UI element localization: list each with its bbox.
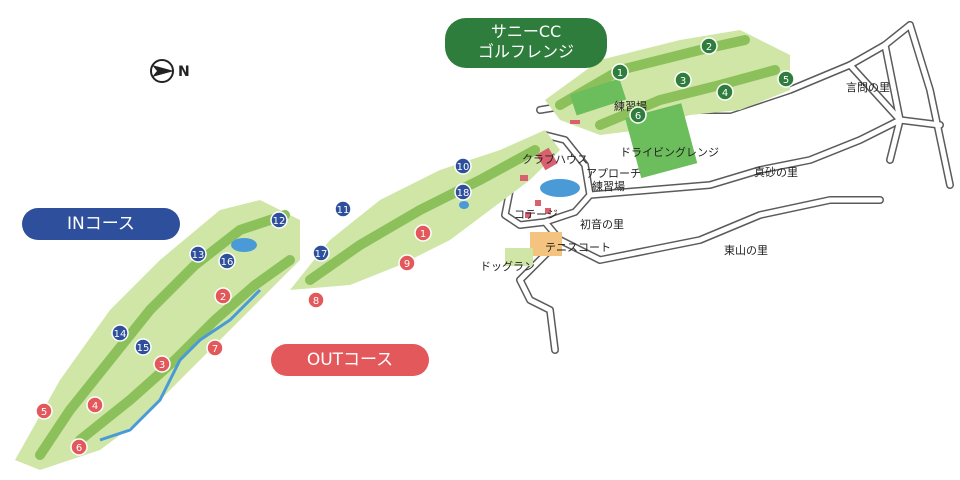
svg-text:16: 16 — [221, 257, 234, 268]
range-hole-4: 4 — [716, 83, 734, 101]
svg-text:9: 9 — [404, 259, 410, 270]
range-title-line-2: ゴルフレンジ — [477, 42, 574, 61]
svg-text:4: 4 — [92, 401, 98, 412]
place-dogrun: ドッグラン — [480, 259, 535, 273]
in-hole-12: 12 — [270, 211, 288, 229]
place-higashiyama: 東山の里 — [724, 244, 768, 257]
range-title-badge: サニーCC ゴルフレンジ — [445, 18, 607, 68]
tennis-court — [530, 232, 562, 256]
svg-text:5: 5 — [783, 75, 789, 86]
svg-text:10: 10 — [457, 162, 470, 173]
place-kotoi: 言問の里 — [846, 81, 890, 94]
compass: N — [150, 59, 190, 83]
pond-in — [231, 238, 257, 252]
out-course-badge: OUTコース — [271, 344, 429, 376]
range-title-line-1: サニーCC — [490, 22, 562, 41]
in-hole-11: 11 — [334, 200, 352, 218]
svg-text:13: 13 — [192, 250, 205, 261]
svg-text:12: 12 — [273, 216, 286, 227]
clubhouse-annex — [520, 175, 528, 181]
svg-text:3: 3 — [680, 76, 686, 87]
place-approach-2: 練習場 — [592, 179, 625, 193]
practice-area — [569, 78, 627, 116]
range-area — [545, 30, 790, 179]
svg-text:2: 2 — [220, 292, 226, 303]
place-labels: 練習場 クラブハウス ドライビングレンジ アプローチ 練習場 コテージ 初音の里… — [480, 81, 890, 273]
out-holes: 1 2 3 4 5 6 7 8 9 — [35, 224, 432, 456]
svg-text:3: 3 — [159, 360, 165, 371]
range-hole-1: 1 — [611, 63, 629, 81]
svg-text:14: 14 — [114, 329, 127, 340]
svg-text:1: 1 — [617, 68, 623, 79]
compass-label: N — [178, 64, 190, 80]
in-hole-15: 15 — [134, 338, 152, 356]
place-cottage: コテージ — [514, 208, 558, 221]
place-driving: ドライビングレンジ — [620, 145, 719, 159]
clubhouse-building — [536, 147, 558, 171]
out-hole-1: 1 — [414, 224, 432, 242]
out-hole-2: 2 — [214, 287, 232, 305]
in-hole-17: 17 — [312, 244, 330, 262]
svg-text:2: 2 — [706, 42, 712, 53]
place-masago: 真砂の里 — [754, 165, 798, 179]
buildings — [520, 120, 580, 218]
svg-text:7: 7 — [212, 344, 218, 355]
compass-arrow-icon — [152, 65, 174, 77]
cottage-3 — [525, 212, 531, 218]
svg-text:18: 18 — [457, 188, 470, 199]
svg-text:6: 6 — [76, 443, 82, 454]
range-hole-3: 3 — [674, 71, 692, 89]
cottage-1 — [535, 200, 541, 206]
creek — [99, 288, 262, 442]
in-hole-18: 18 — [454, 183, 472, 201]
place-clubhouse: クラブハウス — [522, 152, 588, 166]
range-hole-2: 2 — [700, 37, 718, 55]
out-hole-6: 6 — [70, 438, 88, 456]
out-hole-3: 3 — [153, 355, 171, 373]
place-hatsune: 初音の里 — [580, 217, 624, 231]
place-approach-1: アプローチ — [586, 167, 641, 180]
dog-run — [505, 248, 533, 266]
out-hole-9: 9 — [398, 254, 416, 272]
place-tennis: テニスコート — [545, 241, 611, 254]
practice-building — [570, 120, 580, 124]
svg-text:6: 6 — [635, 111, 641, 122]
pond-out — [459, 201, 469, 209]
in-hole-14: 14 — [111, 324, 129, 342]
svg-text:5: 5 — [41, 407, 47, 418]
in-hole-13: 13 — [189, 245, 207, 263]
in-course-badge: INコース — [22, 208, 180, 240]
range-fairways — [545, 30, 790, 135]
out-hole-8: 8 — [307, 291, 325, 309]
svg-text:8: 8 — [313, 296, 319, 307]
out-course-area — [290, 130, 560, 290]
svg-text:1: 1 — [420, 229, 426, 240]
in-course-area — [15, 200, 300, 470]
svg-text:15: 15 — [137, 343, 150, 354]
svg-text:4: 4 — [722, 88, 728, 99]
out-hole-4: 4 — [86, 396, 104, 414]
range-holes: 1 2 3 4 5 6 — [611, 37, 795, 124]
in-hole-10: 10 — [454, 157, 472, 175]
svg-text:11: 11 — [337, 205, 350, 216]
in-holes: 10 11 12 13 14 15 16 17 18 — [111, 157, 472, 356]
svg-text:17: 17 — [315, 249, 328, 260]
out-hole-7: 7 — [206, 339, 224, 357]
pond-clubhouse — [540, 179, 580, 197]
water — [99, 179, 580, 442]
out-hole-5: 5 — [35, 402, 53, 420]
range-hole-5: 5 — [777, 70, 795, 88]
range-hole-6: 6 — [629, 106, 647, 124]
in-hole-16: 16 — [218, 252, 236, 270]
cottage-2 — [545, 208, 551, 214]
